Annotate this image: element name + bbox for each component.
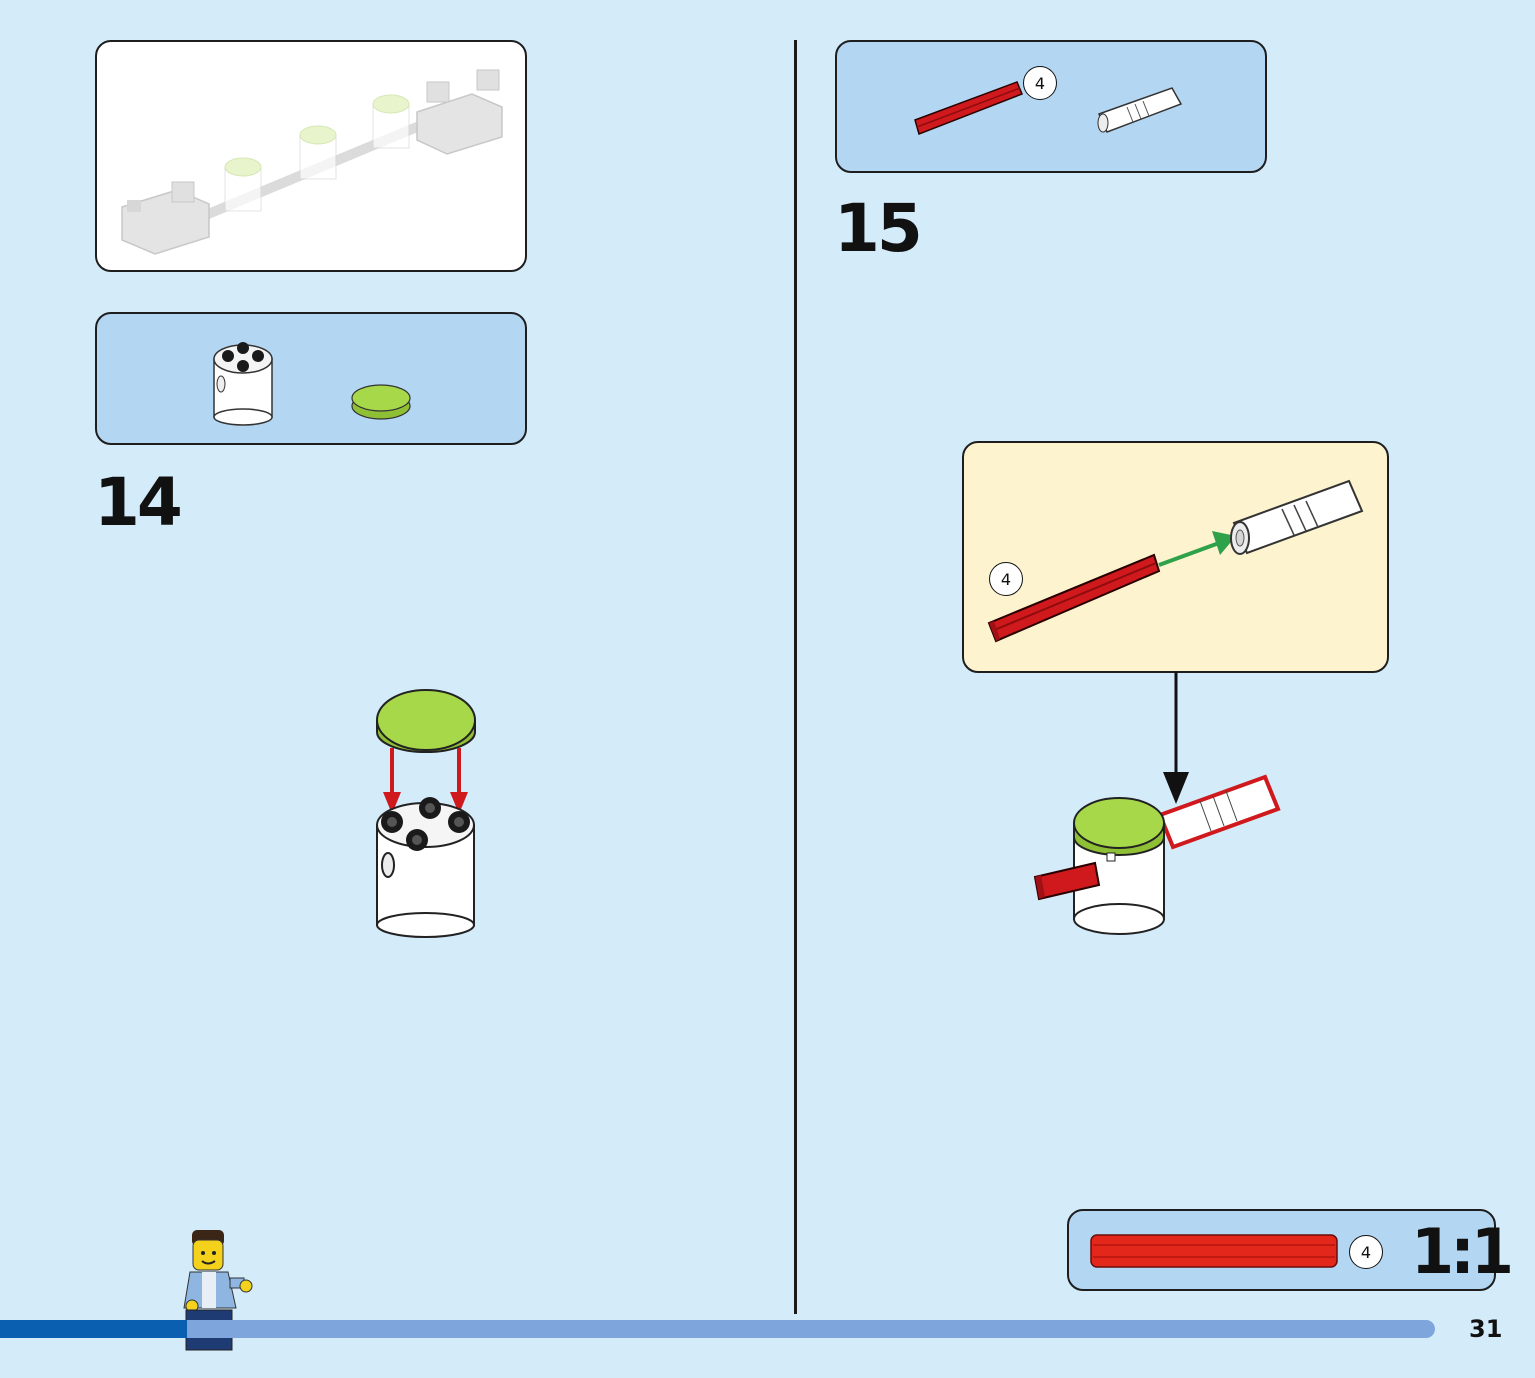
step-number-14: 14 [94,464,183,541]
white-axle-connector-icon [1157,774,1281,850]
green-insert-arrow-icon [1158,531,1236,567]
subassembly-preview-icon [121,69,503,255]
lime-round-tile-icon [376,689,476,753]
scale-quantity-label: 4 [1349,1235,1383,1269]
white-axle-connector-icon [1230,479,1364,555]
red-axle-4-icon [914,81,1023,135]
red-axle-scale-icon [1090,1234,1338,1268]
red-axle-icon [1033,861,1101,901]
red-down-arrow-icon [383,748,468,814]
part-quantity-label: 4 [1023,66,1057,100]
parts-list-panel-step-15: 4 [835,40,1267,173]
lime-round-tile-2x2-icon [351,384,411,420]
callout-quantity-label: 4 [989,562,1023,596]
parts-list-panel-step-14 [95,312,527,445]
subassembly-preview-panel [95,40,527,272]
progress-bar [0,1320,1435,1338]
step-14-assembly-illustration [376,689,476,938]
white-axle-connector-icon [1097,87,1183,133]
red-axle-icon [987,553,1161,643]
progress-bar-fill [0,1320,187,1338]
scale-ratio-label: 1:1 [1411,1215,1514,1288]
white-round-brick-2x2-icon [213,342,273,426]
callout-down-arrow-icon [1163,672,1189,804]
page-number: 31 [1469,1315,1503,1343]
scale-reference-panel: 4 1:1 [1067,1209,1514,1291]
lime-round-tile-icon [1073,797,1165,862]
callout-panel: 4 [962,441,1389,673]
step-15-assembly-illustration [1033,774,1281,935]
step-number-15: 15 [834,190,923,267]
page-divider [794,40,797,1314]
white-round-brick-icon [376,797,475,938]
